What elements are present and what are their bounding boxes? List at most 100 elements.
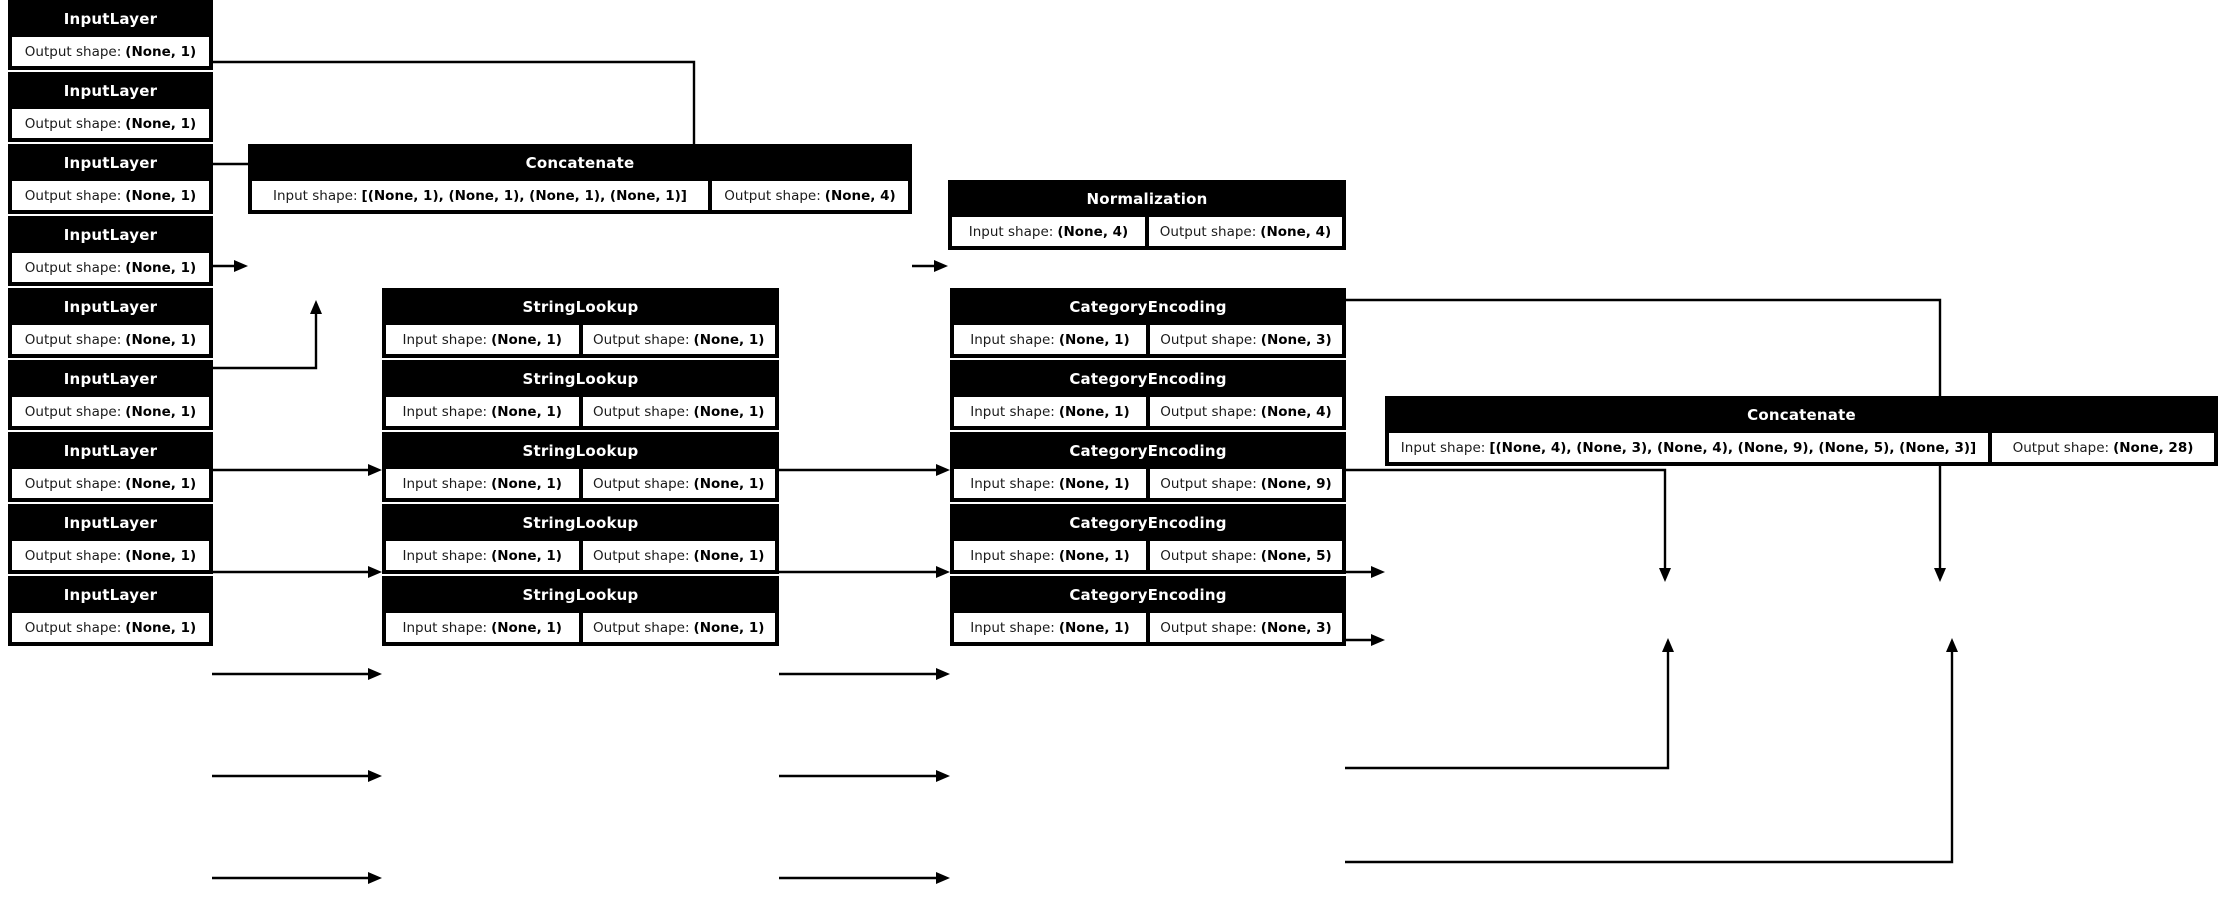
output-shape-value: (None, 1) <box>125 259 197 276</box>
input-shape-cell: Input shape:(None, 1) <box>952 611 1148 644</box>
input-shape-label: Input shape: <box>273 187 358 204</box>
output-shape-value: (None, 9) <box>1260 475 1332 492</box>
input-shape-label: Input shape: <box>402 331 488 348</box>
output-shape-value: (None, 1) <box>125 187 197 204</box>
node-type-label: CategoryEncoding <box>952 434 1344 467</box>
output-shape-label: Output shape: <box>24 187 122 204</box>
input-shape-value: (None, 1) <box>491 331 562 348</box>
node-type-label: StringLookup <box>384 290 777 323</box>
node-string-lookup-0[interactable]: StringLookup Input shape:(None, 1) Outpu… <box>382 288 779 358</box>
output-shape-label: Output shape: <box>1160 475 1257 492</box>
output-shape-label: Output shape: <box>593 403 690 420</box>
node-type-label: InputLayer <box>10 434 211 467</box>
input-shape-value: (None, 1) <box>491 547 562 564</box>
output-shape-cell: Output shape:(None, 3) <box>1148 611 1344 644</box>
output-shape-value: (None, 1) <box>125 547 197 564</box>
output-shape-value: (None, 1) <box>693 475 765 492</box>
node-input-layer-7[interactable]: InputLayer Output shape:(None, 1) <box>8 504 213 574</box>
output-shape-value: (None, 1) <box>125 115 197 132</box>
node-type-label: Concatenate <box>1387 398 2216 431</box>
node-string-lookup-1[interactable]: StringLookup Input shape:(None, 1) Outpu… <box>382 360 779 430</box>
output-shape-label: Output shape: <box>24 619 122 636</box>
output-shape-label: Output shape: <box>593 547 690 564</box>
input-shape-cell: Input shape:(None, 1) <box>952 467 1148 500</box>
output-shape-cell: Output shape:(None, 1) <box>10 107 211 140</box>
output-shape-cell: Output shape:(None, 3) <box>1148 323 1344 356</box>
output-shape-label: Output shape: <box>24 403 122 420</box>
output-shape-label: Output shape: <box>593 619 690 636</box>
input-shape-label: Input shape: <box>402 547 488 564</box>
node-input-layer-6[interactable]: InputLayer Output shape:(None, 1) <box>8 432 213 502</box>
input-shape-value: (None, 1) <box>491 475 562 492</box>
node-type-label: Concatenate <box>250 146 910 179</box>
output-shape-cell: Output shape:(None, 1) <box>10 611 211 644</box>
node-type-label: StringLookup <box>384 362 777 395</box>
output-shape-cell: Output shape:(None, 4) <box>710 179 910 212</box>
output-shape-value: (None, 1) <box>693 403 765 420</box>
output-shape-value: (None, 3) <box>1260 331 1332 348</box>
output-shape-label: Output shape: <box>24 475 122 492</box>
node-input-layer-0[interactable]: InputLayer Output shape:(None, 1) <box>8 0 213 70</box>
node-string-lookup-4[interactable]: StringLookup Input shape:(None, 1) Outpu… <box>382 576 779 646</box>
node-category-encoding-0[interactable]: CategoryEncoding Input shape:(None, 1) O… <box>950 288 1346 358</box>
output-shape-cell: Output shape:(None, 28) <box>1990 431 2216 464</box>
node-type-label: InputLayer <box>10 218 211 251</box>
node-input-layer-5[interactable]: InputLayer Output shape:(None, 1) <box>8 360 213 430</box>
node-input-layer-3[interactable]: InputLayer Output shape:(None, 1) <box>8 216 213 286</box>
input-shape-value: (None, 1) <box>491 619 562 636</box>
input-shape-value: (None, 1) <box>1058 619 1130 636</box>
input-shape-value: (None, 4) <box>1057 223 1129 240</box>
output-shape-cell: Output shape:(None, 4) <box>1147 215 1344 248</box>
output-shape-value: (None, 1) <box>125 43 197 60</box>
node-input-layer-1[interactable]: InputLayer Output shape:(None, 1) <box>8 72 213 142</box>
output-shape-value: (None, 5) <box>1260 547 1332 564</box>
node-category-encoding-4[interactable]: CategoryEncoding Input shape:(None, 1) O… <box>950 576 1346 646</box>
output-shape-cell: Output shape:(None, 1) <box>580 467 777 500</box>
input-shape-cell: Input shape:(None, 4) <box>950 215 1147 248</box>
node-string-lookup-3[interactable]: StringLookup Input shape:(None, 1) Outpu… <box>382 504 779 574</box>
node-type-label: InputLayer <box>10 290 211 323</box>
output-shape-value: (None, 4) <box>1260 223 1332 240</box>
output-shape-value: (None, 1) <box>693 331 765 348</box>
input-shape-cell: Input shape:[(None, 1), (None, 1), (None… <box>250 179 710 212</box>
node-input-layer-2[interactable]: InputLayer Output shape:(None, 1) <box>8 144 213 214</box>
node-input-layer-4[interactable]: InputLayer Output shape:(None, 1) <box>8 288 213 358</box>
output-shape-cell: Output shape:(None, 1) <box>10 395 211 428</box>
input-shape-cell: Input shape:(None, 1) <box>952 395 1148 428</box>
input-shape-label: Input shape: <box>402 403 488 420</box>
input-shape-label: Input shape: <box>970 619 1055 636</box>
output-shape-label: Output shape: <box>1160 619 1257 636</box>
input-shape-cell: Input shape:[(None, 4), (None, 3), (None… <box>1387 431 1990 464</box>
node-input-layer-8[interactable]: InputLayer Output shape:(None, 1) <box>8 576 213 646</box>
output-shape-cell: Output shape:(None, 1) <box>10 467 211 500</box>
output-shape-cell: Output shape:(None, 1) <box>10 179 211 212</box>
input-shape-value: (None, 1) <box>491 403 562 420</box>
output-shape-cell: Output shape:(None, 1) <box>10 35 211 68</box>
node-category-encoding-1[interactable]: CategoryEncoding Input shape:(None, 1) O… <box>950 360 1346 430</box>
node-type-label: StringLookup <box>384 506 777 539</box>
node-normalization[interactable]: Normalization Input shape:(None, 4) Outp… <box>948 180 1346 250</box>
node-concatenate-numeric[interactable]: Concatenate Input shape:[(None, 1), (Non… <box>248 144 912 214</box>
node-string-lookup-2[interactable]: StringLookup Input shape:(None, 1) Outpu… <box>382 432 779 502</box>
output-shape-value: (None, 1) <box>693 547 765 564</box>
node-category-encoding-2[interactable]: CategoryEncoding Input shape:(None, 1) O… <box>950 432 1346 502</box>
output-shape-label: Output shape: <box>724 187 821 204</box>
output-shape-cell: Output shape:(None, 5) <box>1148 539 1344 572</box>
node-type-label: StringLookup <box>384 578 777 611</box>
node-type-label: CategoryEncoding <box>952 290 1344 323</box>
node-type-label: InputLayer <box>10 362 211 395</box>
node-category-encoding-3[interactable]: CategoryEncoding Input shape:(None, 1) O… <box>950 504 1346 574</box>
output-shape-cell: Output shape:(None, 1) <box>580 395 777 428</box>
output-shape-label: Output shape: <box>24 547 122 564</box>
input-shape-cell: Input shape:(None, 1) <box>384 395 581 428</box>
output-shape-cell: Output shape:(None, 4) <box>1148 395 1344 428</box>
input-shape-cell: Input shape:(None, 1) <box>384 611 581 644</box>
node-type-label: InputLayer <box>10 578 211 611</box>
node-concatenate-final[interactable]: Concatenate Input shape:[(None, 4), (Non… <box>1385 396 2218 466</box>
output-shape-label: Output shape: <box>24 115 122 132</box>
output-shape-value: (None, 1) <box>125 619 197 636</box>
output-shape-cell: Output shape:(None, 1) <box>580 323 777 356</box>
input-shape-label: Input shape: <box>1400 439 1486 456</box>
node-type-label: StringLookup <box>384 434 777 467</box>
output-shape-label: Output shape: <box>593 475 690 492</box>
